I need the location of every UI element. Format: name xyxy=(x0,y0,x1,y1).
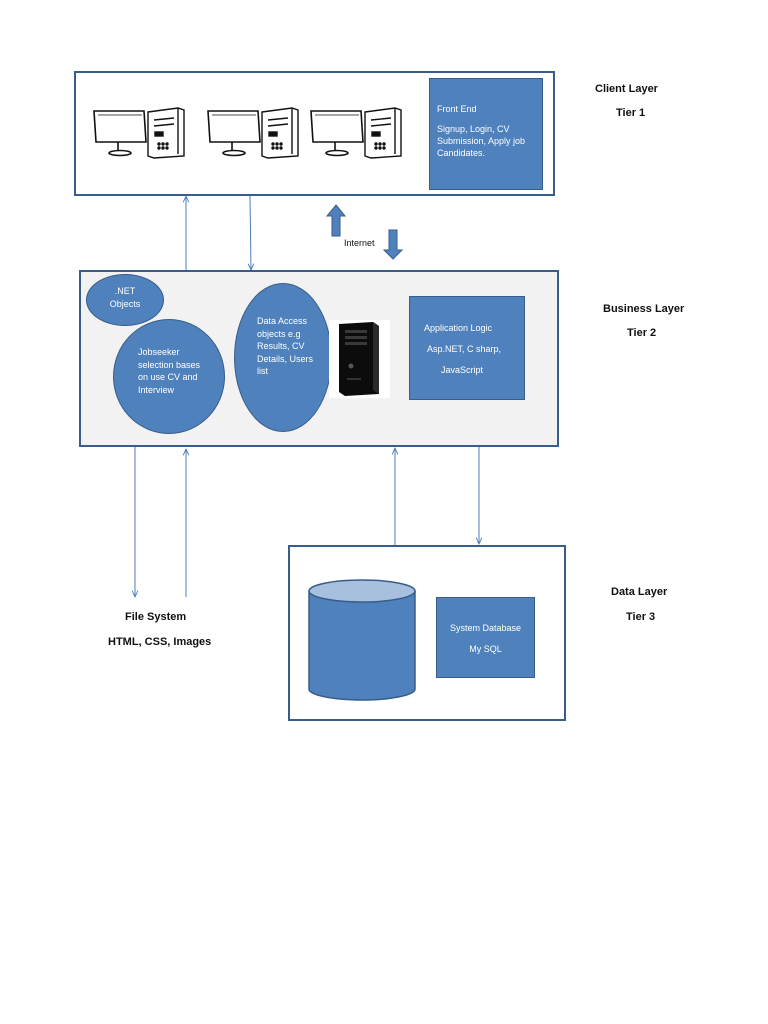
data-tier-label: Tier 3 xyxy=(626,611,656,623)
file-system-title: File System xyxy=(125,611,187,623)
server-tower-image xyxy=(329,320,390,398)
application-logic-title: Application Logic xyxy=(424,323,493,333)
system-database-name: My SQL xyxy=(469,644,502,655)
data-access-label: Data Access objects e.g Results, CV Deta… xyxy=(257,316,314,377)
database-cylinder-icon xyxy=(308,579,416,701)
connector-client-to-business xyxy=(250,195,251,270)
monitor-icon xyxy=(93,110,147,157)
client-layer-label: Client Layer xyxy=(595,83,658,95)
data-access-ellipse: Data Access objects e.g Results, CV Deta… xyxy=(234,283,332,432)
front-end-box: Front End Signup, Login, CV Submission, … xyxy=(429,78,543,190)
client-computer-3 xyxy=(309,106,405,162)
net-objects-ellipse: .NET Objects xyxy=(86,274,164,326)
front-end-title: Front End xyxy=(437,104,477,114)
business-layer-label: Business Layer xyxy=(603,303,685,315)
net-objects-label: .NET Objects xyxy=(109,286,141,309)
client-tier-label: Tier 1 xyxy=(616,107,646,119)
jobseeker-ellipse: Jobseeker selection bases on use CV and … xyxy=(113,319,225,434)
front-end-description: Signup, Login, CV Submission, Apply job … xyxy=(437,124,526,159)
application-logic-js: JavaScript xyxy=(441,365,484,376)
system-database-box: System Database My SQL xyxy=(436,597,535,678)
pc-tower-icon xyxy=(261,107,299,159)
database-cylinder xyxy=(306,577,418,703)
data-layer-label: Data Layer xyxy=(611,586,668,598)
pc-tower-icon xyxy=(364,107,402,159)
pc-tower-icon xyxy=(147,107,185,159)
internet-down-arrow xyxy=(382,229,404,260)
application-logic-box: Application Logic Asp.NET, C sharp, Java… xyxy=(409,296,525,400)
system-database-title: System Database xyxy=(449,623,522,633)
jobseeker-label: Jobseeker selection bases on use CV and … xyxy=(138,347,201,395)
client-computer-2 xyxy=(206,106,302,162)
internet-up-arrow xyxy=(325,204,347,237)
server-tower-icon xyxy=(339,322,379,396)
monitor-icon xyxy=(310,110,364,157)
monitor-icon xyxy=(207,110,261,157)
file-system-subtitle: HTML, CSS, Images xyxy=(108,636,212,648)
application-logic-tech: Asp.NET, C sharp, xyxy=(427,344,502,355)
internet-label: Internet xyxy=(344,238,375,248)
client-computer-1 xyxy=(92,106,188,162)
business-tier-label: Tier 2 xyxy=(627,327,657,339)
